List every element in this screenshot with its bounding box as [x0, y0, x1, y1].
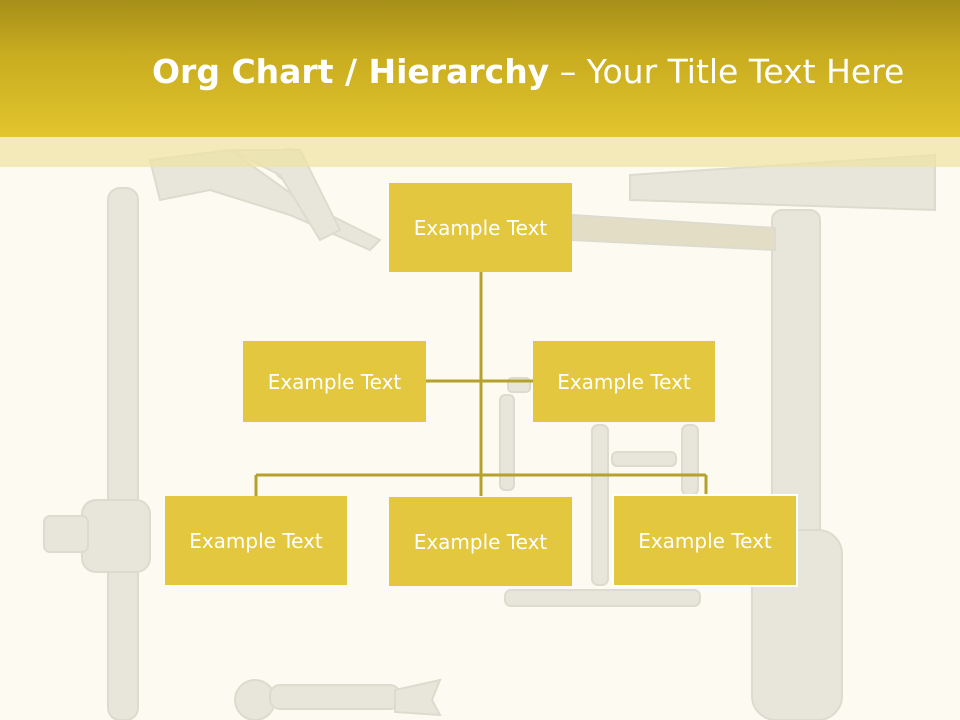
- org-node-root-label: Example Text: [413, 215, 548, 240]
- org-node-assistant-left-label: Example Text: [267, 369, 402, 394]
- org-node-subordinate-2[interactable]: Example Text: [389, 497, 572, 586]
- socket-wrench-drive-shape: [43, 515, 89, 553]
- header-fade-strip: [0, 137, 960, 167]
- slide-title-separator: –: [559, 52, 577, 91]
- slide-title-rest: Your Title Text Here: [586, 52, 905, 91]
- org-node-assistant-right-label: Example Text: [557, 369, 691, 394]
- slide-title: Org Chart / Hierarchy – Your Title Text …: [152, 52, 904, 91]
- wrench-jaw-shape: [394, 678, 442, 717]
- org-node-subordinate-3-label: Example Text: [638, 528, 772, 553]
- screwdriver-handle-shape: [571, 213, 776, 252]
- org-node-subordinate-3[interactable]: Example Text: [614, 496, 796, 585]
- bit-shape-4: [611, 451, 677, 467]
- org-node-subordinate-1[interactable]: Example Text: [165, 496, 347, 585]
- org-node-subordinate-2-label: Example Text: [413, 529, 548, 554]
- org-node-assistant-right[interactable]: Example Text: [533, 341, 715, 422]
- header-band: [0, 0, 960, 137]
- org-node-assistant-left[interactable]: Example Text: [243, 341, 426, 422]
- slide-title-strong: Org Chart / Hierarchy: [152, 52, 550, 91]
- bit-row-shape: [504, 589, 701, 607]
- org-node-subordinate-1-label: Example Text: [189, 528, 323, 553]
- bit-shape-1: [499, 394, 515, 491]
- socket-wrench-handle-shape: [107, 187, 139, 720]
- bit-shape-2: [591, 424, 609, 586]
- bit-shape-3: [681, 424, 699, 496]
- org-node-root[interactable]: Example Text: [389, 183, 572, 272]
